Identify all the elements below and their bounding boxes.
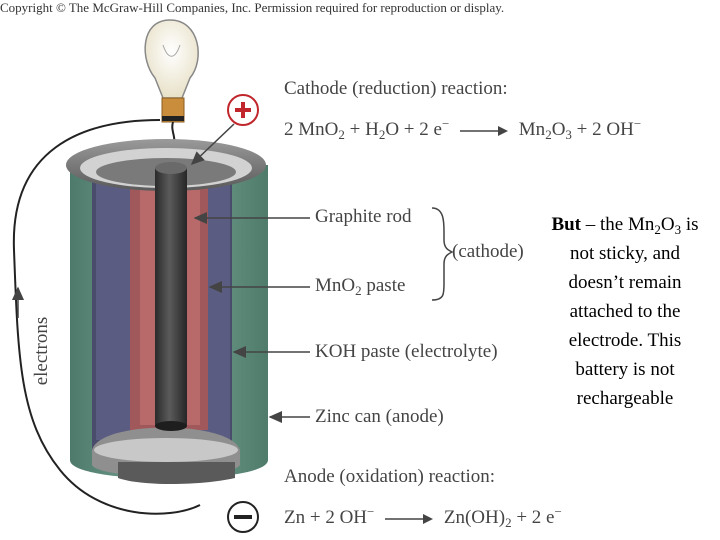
- cathode-eq-rhs-3: + 2 OH: [571, 119, 634, 140]
- cathode-eq-lhs-3: O + 2 e: [385, 119, 442, 140]
- anode-eq-rhs-sub: 2: [505, 515, 512, 530]
- cathode-eq-rhs-2: O: [551, 119, 566, 140]
- graphite-rod: [155, 162, 187, 431]
- mno2-label-b: paste: [361, 275, 406, 296]
- graphite-rod-label: Graphite rod: [315, 206, 412, 227]
- anode-eq-rhs-1: Zn(OH): [443, 507, 506, 528]
- copyright-notice: Copyright © The McGraw-Hill Companies, I…: [0, 0, 505, 15]
- cathode-eq-lhs-1: 2 MnO: [284, 119, 339, 140]
- cathode-eq-rhs-sub2: 3: [565, 127, 572, 142]
- cathode-eq-lhs-2: + H: [344, 119, 379, 140]
- anode-equation: Zn + 2 OH− Zn(OH)2 + 2 e−: [284, 504, 562, 530]
- annotation-note: But – the Mn2O3 is not sticky, and doesn…: [540, 210, 710, 413]
- anode-eq-rhs-2: + 2 e: [511, 507, 555, 528]
- cathode-eq-lhs-sub2: 2: [378, 127, 386, 142]
- cathode-eq-lhs-sub1: 2: [338, 127, 345, 142]
- anode-eq-lhs-sup: −: [367, 504, 375, 519]
- anode-reaction-title: Anode (oxidation) reaction:: [284, 466, 496, 487]
- zinc-can-label: Zinc can (anode): [315, 406, 444, 427]
- anode-eq-rhs-sup: −: [554, 504, 562, 519]
- cathode-reaction-title: Cathode (reduction) reaction:: [284, 78, 508, 99]
- cathode-eq-rhs-sub1: 2: [545, 127, 552, 142]
- cathode-group-label: (cathode): [452, 241, 524, 262]
- minus-terminal-icon: [227, 501, 259, 533]
- electrons-label: electrons: [31, 316, 52, 386]
- note-text-b: O: [660, 214, 675, 235]
- mno2-paste-label: MnO2 paste: [315, 275, 405, 297]
- plus-terminal-icon: [190, 94, 259, 166]
- cathode-brace: [431, 207, 454, 301]
- mno2-label-sub: 2: [355, 283, 362, 298]
- koh-paste-label: KOH paste (electrolyte): [315, 341, 498, 362]
- reaction-arrow-icon: [460, 125, 509, 136]
- reaction-arrow-icon: [385, 513, 434, 524]
- cathode-eq-lhs-sup: −: [441, 116, 450, 131]
- note-text-c: is not sticky, and doesn’t remain attach…: [568, 214, 699, 409]
- external-wire: [12, 119, 201, 515]
- mno2-label-a: MnO: [315, 275, 356, 296]
- cathode-equation: 2 MnO2 + H2O + 2 e− Mn2O3 + 2 OH−: [284, 116, 642, 142]
- cathode-eq-rhs-sup: −: [633, 116, 642, 131]
- anode-eq-lhs-1: Zn + 2 OH: [284, 507, 368, 528]
- note-sub-a: 2: [654, 222, 661, 237]
- cathode-eq-rhs-1: Mn: [518, 119, 546, 140]
- note-bold: But: [551, 214, 582, 235]
- note-text-a: – the Mn: [581, 214, 655, 235]
- note-sub-b: 3: [674, 222, 682, 237]
